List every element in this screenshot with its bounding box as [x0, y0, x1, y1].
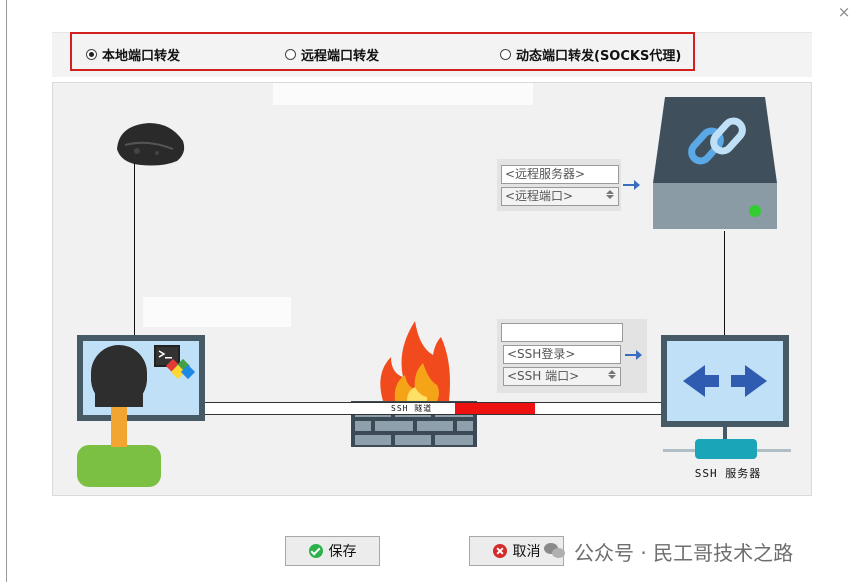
cancel-x-icon — [492, 544, 507, 558]
cancel-label: 取消 — [512, 544, 541, 560]
check-icon — [308, 544, 323, 558]
server-cable — [724, 231, 725, 335]
radio-local-label: 本地端口转发 — [102, 48, 181, 64]
remote-server-field[interactable]: <远程服务器> — [501, 165, 619, 184]
ssh-host-field[interactable] — [501, 323, 623, 342]
radio-dynamic-forwarding[interactable]: 动态端口转发(SOCKS代理) — [500, 45, 682, 64]
radio-local-forwarding[interactable]: 本地端口转发 — [86, 45, 181, 64]
ssh-tunnel-bar — [205, 402, 663, 415]
radio-remote-label: 远程端口转发 — [301, 48, 380, 64]
radio-dynamic-label: 动态端口转发(SOCKS代理) — [516, 48, 682, 64]
remote-port-placeholder: <远程端口> — [505, 189, 574, 203]
ssh-login-field[interactable]: <SSH登录> — [503, 345, 621, 364]
ssh-server-label: SSH 服务器 — [694, 467, 762, 480]
forwarding-diagram: SSH 隧道 <远程服务器> <远程端口> <SSH登录> <SSH 端口> S… — [52, 82, 812, 496]
camera-cable — [134, 163, 135, 335]
spinner-arrows-icon[interactable] — [603, 189, 617, 204]
ssh-port-placeholder: <SSH 端口> — [507, 369, 580, 383]
link-icon — [688, 117, 746, 165]
arrow-right-icon — [625, 349, 643, 361]
network-hub-icon — [663, 439, 791, 459]
arrow-right-icon — [623, 179, 641, 191]
spinner-arrows-icon[interactable] — [605, 369, 619, 384]
ssh-port-stepper[interactable]: <SSH 端口> — [503, 367, 621, 386]
radio-selected-icon — [86, 48, 97, 60]
smudge — [143, 297, 291, 327]
mode-highlight-box — [70, 32, 695, 71]
save-button[interactable]: 保存 — [285, 536, 380, 566]
terminal-app-icon — [154, 345, 196, 380]
remote-port-stepper[interactable]: <远程端口> — [501, 187, 619, 206]
watermark-text: 公众号 · 民工哥技术之路 — [574, 540, 794, 565]
firewall-icon — [351, 321, 477, 447]
close-icon[interactable]: × — [837, 3, 851, 21]
radio-unselected-icon — [285, 48, 296, 60]
radio-remote-forwarding[interactable]: 远程端口转发 — [285, 45, 380, 64]
smudge — [273, 83, 533, 105]
ssh-server-icon — [661, 335, 789, 441]
radio-unselected-icon — [500, 48, 511, 60]
camera-icon — [117, 123, 185, 166]
save-label: 保存 — [328, 544, 357, 560]
ssh-tunnel-label: SSH 隧道 — [391, 404, 433, 413]
window-left-border — [0, 0, 7, 582]
ssh-tunnel-active-segment — [455, 403, 535, 414]
watermark: 公众号 · 民工哥技术之路 — [544, 538, 794, 565]
wechat-logo-icon — [544, 542, 566, 560]
